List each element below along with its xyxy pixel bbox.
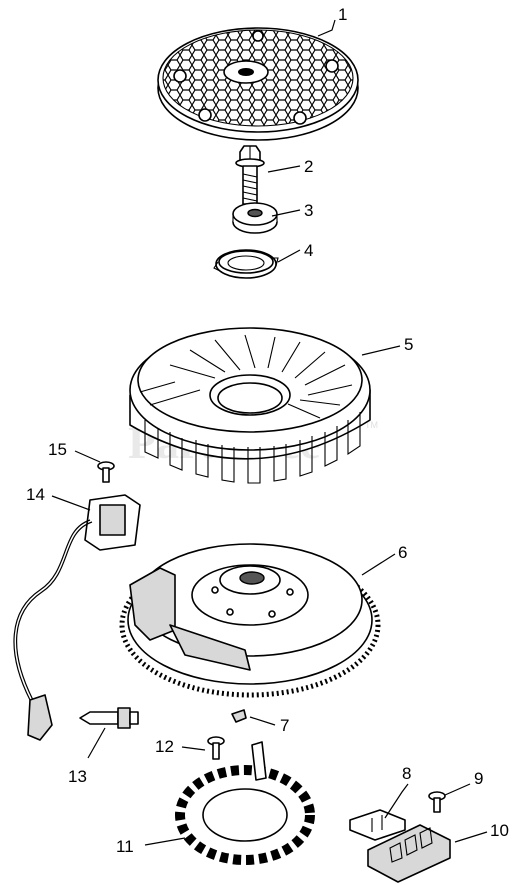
- callout-15: 15: [48, 440, 67, 459]
- callout-4: 4: [304, 241, 313, 260]
- leader-3: [271, 209, 301, 217]
- callout-8: 8: [402, 764, 411, 783]
- stator-screw-part: [207, 736, 225, 760]
- leader-2: [267, 165, 301, 173]
- rectifier-regulator-part: [367, 824, 451, 883]
- callout-9: 9: [474, 769, 483, 788]
- leader-7: [249, 716, 276, 726]
- callout-labels: 1 2 3 4 5 6 7 8 9 10 11 12 13 14 15: [26, 5, 509, 856]
- spark-plug-part: [79, 707, 139, 729]
- leader-1: [317, 19, 336, 37]
- leader-4: [277, 249, 301, 263]
- callout-6: 6: [398, 543, 407, 562]
- ignition-module-part: [13, 494, 141, 741]
- callout-2: 2: [304, 157, 313, 176]
- cooling-fan-part: [129, 327, 371, 484]
- connector-part: [349, 809, 406, 841]
- callout-14: 14: [26, 485, 45, 504]
- stator-part: [175, 741, 315, 865]
- callout-11: 11: [116, 837, 134, 856]
- callout-3: 3: [304, 201, 313, 220]
- callout-7: 7: [280, 716, 289, 735]
- flywheel-part: [119, 543, 381, 698]
- callout-5: 5: [404, 335, 413, 354]
- fan-retainer-part: [213, 249, 279, 279]
- leader-8: [384, 783, 409, 819]
- callout-12: 12: [155, 737, 174, 756]
- leader-12: [181, 746, 206, 751]
- flywheel-bolt-part: [235, 145, 265, 205]
- leader-13: [87, 727, 106, 759]
- leader-9: [444, 783, 471, 796]
- washer-part: [232, 202, 278, 234]
- leader-11: [144, 837, 186, 846]
- module-screw-part: [97, 461, 115, 483]
- flywheel-key-part: [231, 709, 247, 723]
- leader-14: [51, 495, 91, 511]
- leader-10: [454, 831, 488, 843]
- leader-6: [361, 553, 396, 576]
- leader-5: [361, 345, 401, 356]
- debris-screen-part: [157, 27, 359, 141]
- callout-13: 13: [68, 767, 87, 786]
- callout-10: 10: [490, 821, 509, 840]
- leader-15: [74, 450, 101, 463]
- regulator-screw-part: [428, 791, 446, 813]
- leader-lines: [51, 19, 488, 846]
- svg-text:TM: TM: [365, 420, 378, 430]
- callout-1: 1: [338, 5, 347, 24]
